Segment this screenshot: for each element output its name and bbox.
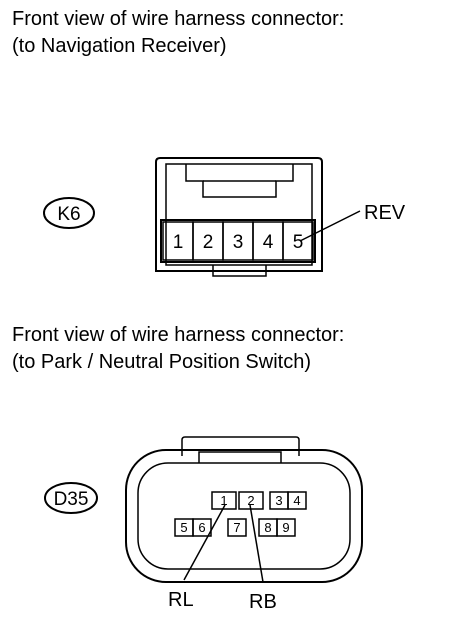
d35-pin-8-label: 8 [264, 520, 271, 535]
d35-pin-6: 6 [192, 518, 212, 537]
k6-connector [43, 157, 323, 277]
d35-pin-5: 5 [174, 518, 194, 537]
k6-caption-line1: Front view of wire harness connector: [12, 8, 345, 30]
d35-latch [181, 436, 300, 456]
d35-pin-1-box [211, 491, 237, 510]
d35-housing-outline [125, 449, 363, 583]
d35-code-oval [44, 482, 98, 514]
d35-caption-line1: Front view of wire harness connector: [12, 324, 345, 346]
d35-rl-leader [183, 504, 226, 581]
k6-pin-1-label: 1 [173, 232, 184, 253]
d35-pin-4-box [287, 491, 307, 510]
d35-pin-6-label: 6 [198, 520, 205, 535]
d35-pin-4-label: 4 [293, 493, 300, 508]
k6-pin-3: 3 [222, 221, 254, 261]
d35-pin-5-label: 5 [180, 520, 187, 535]
k6-latch [185, 164, 294, 198]
d35-pin-9: 9 [276, 518, 296, 537]
k6-housing-inner [165, 163, 313, 266]
k6-rev-label: REV [364, 202, 406, 224]
k6-code-label: K6 [57, 204, 80, 225]
k6-pin-5-box [282, 221, 314, 261]
d35-pin-1: 1 [211, 491, 237, 510]
k6-bottom-key [212, 265, 267, 277]
d35-pin-4: 4 [287, 491, 307, 510]
d35-pin-3-label: 3 [275, 493, 282, 508]
k6-rev-leader [299, 210, 361, 242]
d35-pin-9-label: 9 [282, 520, 289, 535]
d35-pin-6-box [192, 518, 212, 537]
d35-housing-inner [137, 462, 351, 570]
d35-code-label: D35 [54, 489, 89, 510]
k6-pin-2-label: 2 [203, 232, 214, 253]
d35-pin-9-box [276, 518, 296, 537]
k6-pin-4-label: 4 [263, 232, 274, 253]
k6-pin-5: 5 [282, 221, 314, 261]
d35-caption-line2: (to Park / Neutral Position Switch) [12, 351, 311, 373]
k6-pin-1: 1 [162, 221, 194, 261]
k6-pin-3-label: 3 [233, 232, 244, 253]
d35-rl-label: RL [168, 589, 194, 611]
d35-latch-inner [198, 451, 282, 463]
k6-code-oval [43, 197, 95, 229]
k6-pin-2: 2 [192, 221, 224, 261]
k6-pin-frame [160, 219, 316, 263]
d35-connector [44, 436, 363, 583]
d35-pin-7-box [227, 518, 247, 537]
k6-pin-5-label: 5 [293, 232, 304, 253]
k6-caption: Front view of wire harness connector: (t… [12, 6, 344, 60]
d35-pin-7-label: 7 [233, 520, 240, 535]
k6-pin-4: 4 [252, 221, 284, 261]
d35-caption: Front view of wire harness connector: (t… [12, 322, 344, 376]
k6-housing-outline [155, 157, 323, 272]
d35-pin-2-label: 2 [247, 493, 254, 508]
k6-caption-line2: (to Navigation Receiver) [12, 35, 227, 57]
d35-rb-leader [249, 504, 264, 583]
d35-rb-label: RB [249, 591, 277, 613]
d35-pin-1-label: 1 [220, 493, 227, 508]
d35-pin-3: 3 [269, 491, 289, 510]
d35-pin-7: 7 [227, 518, 247, 537]
d35-pin-8: 8 [258, 518, 278, 537]
